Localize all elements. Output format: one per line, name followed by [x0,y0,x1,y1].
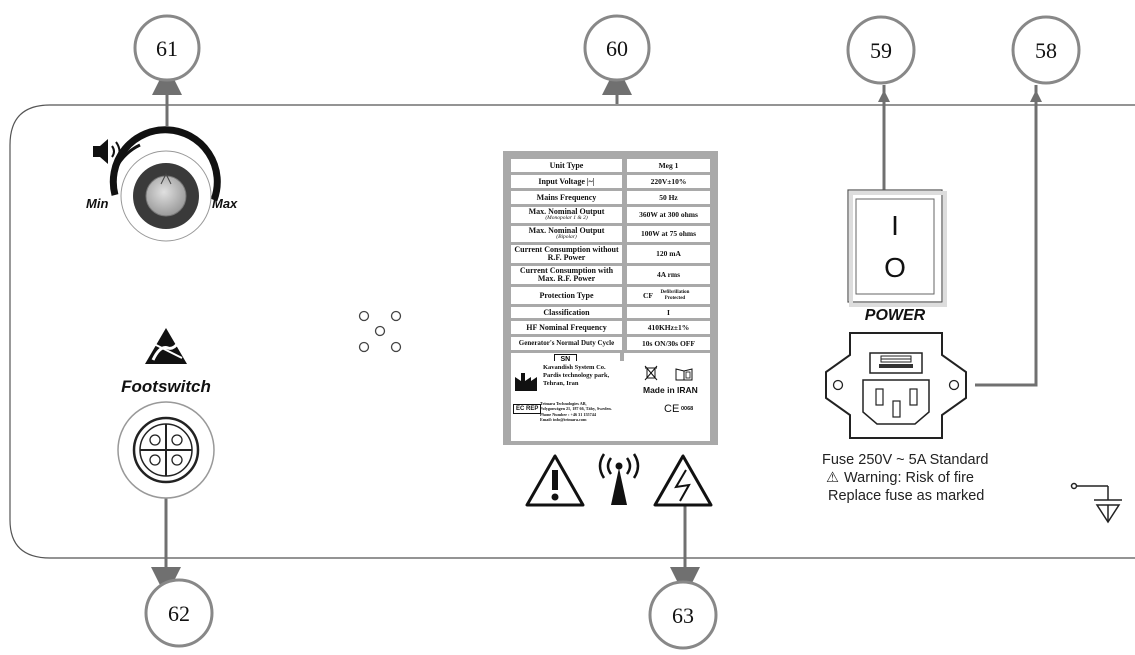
spec-key: Max. Nominal Output [528,226,605,236]
spec-row: HF Nominal Frequency 410KHz±1% [511,321,710,334]
callout-label-60: 60 [606,36,628,61]
volume-max-label: Max [212,196,238,211]
serial-number-value [619,353,710,365]
vent-holes [358,310,402,353]
spec-value: 360W at 300 ohms [627,207,710,223]
radiation-icon [598,453,640,505]
ce-mark: CE [664,403,680,415]
fuse-icon [879,355,913,368]
spec-value: Meg 1 [627,159,710,172]
fuse-replace-text: Replace fuse as marked [828,488,984,504]
volume-min-label: Min [86,196,108,211]
callout-circle-60 [583,14,651,82]
fuse-warning-symbol: ⚠ [826,470,839,486]
footswitch-connector-icon[interactable] [117,401,215,499]
spec-key: Current Consumption without R.F. Power [511,245,622,263]
callout-label-61: 61 [156,36,178,61]
fuse-rating-text: Fuse 250V ~ 5A Standard [822,452,988,468]
callout-label-63: 63 [672,603,694,628]
power-on-symbol: I [891,210,899,241]
callout-label-59: 59 [870,38,892,63]
manufacturer-block: Kavandish System Co. Pardis technology p… [511,361,710,441]
spec-row: Generator's Normal Duty Cycle 10s ON/30s… [511,337,710,350]
ec-rep-line-2: Polygonvägen 21, 187 66, Täby, Sweden. [540,406,612,412]
spec-value: 220V±10% [627,175,710,188]
spec-row: Current Consumption without R.F. Power 1… [511,245,710,263]
spec-row: Max. Nominal Output (Bipolar) 100W at 75… [511,226,710,242]
spec-key: Unit Type [511,159,622,172]
spec-key-sub: (Monopolar 1 & 2) [545,215,588,222]
callout-label-58: 58 [1035,38,1057,63]
manufacturer-name: Kavandish System Co. [543,364,606,371]
ce-number: 0068 [681,406,694,412]
spec-key: Input Voltage |~| [511,175,622,188]
callout-circle-58 [1011,15,1081,85]
footswitch-label: Footswitch [121,377,211,396]
ec-rep-line-4: Email: info@trimara.com [540,417,587,423]
spec-value: 10s ON/30s OFF [627,337,710,350]
power-switch[interactable] [847,189,947,307]
manufacturer-address-1: Pardis technology park, [543,372,610,379]
spec-key: Mains Frequency [511,191,622,204]
spec-value: 4A rms [627,266,710,284]
high-voltage-icon [653,454,713,507]
manufacturer-icon [515,373,537,391]
spec-row: Classification I [511,307,710,318]
spec-row: Unit Type Meg 1 [511,159,710,172]
callout-circle-63 [648,580,718,650]
power-label: POWER [865,307,926,324]
spec-key: Protection Type [511,287,622,304]
spec-value: CF [643,290,653,300]
spec-row: Protection Type CF Defibrillation Protec… [511,287,710,304]
callout-circle-61 [133,14,201,82]
power-off-symbol: O [884,252,906,283]
spec-key: Max. Nominal Output [528,207,605,217]
spec-key: HF Nominal Frequency [511,321,622,334]
spec-value: 410KHz±1% [627,321,710,334]
made-in-label: Made in IRAN [643,385,698,395]
spec-label-plate: Unit Type Meg 1 Input Voltage |~| 220V±1… [503,151,718,445]
volume-knob-control[interactable] [93,126,221,242]
ec-rep-badge: EC REP [513,404,542,414]
spec-row: Current Consumption with Max. R.F. Power… [511,266,710,284]
spec-row: Mains Frequency 50 Hz [511,191,710,204]
fuse-warning-text: Warning: Risk of fire [844,470,974,486]
spec-value: 50 Hz [627,191,710,204]
spec-key-sub: (Bipolar) [556,234,577,241]
spec-value: I [627,307,710,318]
spec-key: Generator's Normal Duty Cycle [511,337,622,350]
equipotential-ground-icon [1070,482,1122,524]
spec-row: Max. Nominal Output (Monopolar 1 & 2) 36… [511,207,710,223]
spec-value: 120 mA [627,245,710,263]
spec-value: 100W at 75 ohms [627,226,710,242]
spec-key: Classification [511,307,622,318]
callout-label-62: 62 [168,601,190,626]
recycle-bin-icon [644,365,658,381]
leader-58 [975,85,1038,387]
spec-row: Input Voltage |~| 220V±10% [511,175,710,188]
warning-triangle-icon [525,454,585,507]
spec-value-sub: Defibrillation Protected [660,290,690,301]
power-inlet[interactable] [825,332,967,439]
manufacturer-address-2: Tehran, Iran [543,380,579,387]
ec-rep-line-3: Phone Number : +46 31 155744 [540,411,596,417]
manual-icon [675,368,693,381]
callout-circle-59 [846,15,916,85]
spec-key: Current Consumption with Max. R.F. Power [511,266,622,284]
ec-rep-line-1: Trimara Technologies AB, [540,401,587,406]
esd-warning-icon [145,328,187,364]
callout-circle-62 [144,578,214,648]
